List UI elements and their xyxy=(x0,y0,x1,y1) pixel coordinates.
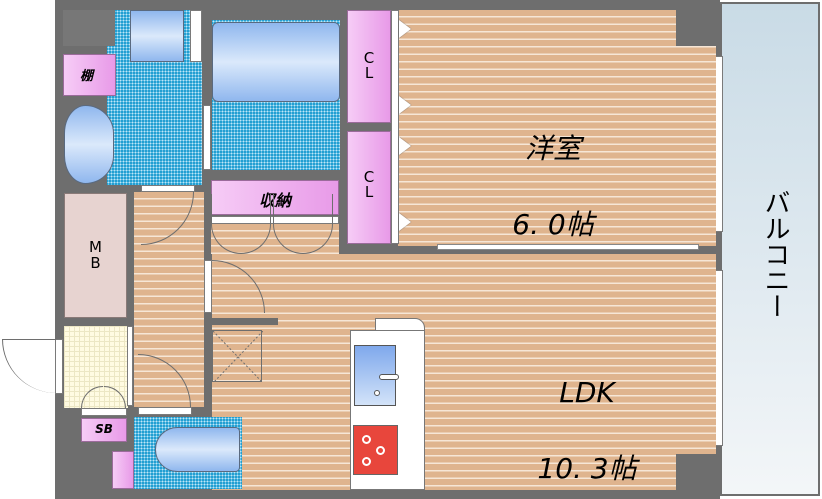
bathroom-door[interactable] xyxy=(203,105,211,170)
sink-faucet xyxy=(379,374,399,380)
ldk-label: LDK 10. 3帖 xyxy=(502,336,672,488)
burner xyxy=(362,457,371,466)
shoe-box-door[interactable] xyxy=(81,408,127,416)
kitchen-sink[interactable] xyxy=(354,345,399,406)
closet-lower: C L xyxy=(347,131,391,244)
pillar xyxy=(676,10,716,46)
ldk: LDK 10. 3帖 xyxy=(212,254,716,490)
closet-upper-label: C L xyxy=(363,49,375,82)
front-door[interactable] xyxy=(55,339,63,394)
washbasin xyxy=(64,105,114,184)
stove[interactable] xyxy=(353,425,398,475)
front-door-swing xyxy=(2,339,56,393)
storage-door-swing xyxy=(211,194,271,254)
western-room-label: 洋室 6. 0帖 xyxy=(468,92,638,244)
closet-door-marker xyxy=(399,137,411,155)
western-room-name: 洋室 xyxy=(524,132,581,165)
western-room: 洋室 6. 0帖 xyxy=(398,10,716,246)
balcony-label: バルコニー xyxy=(760,189,790,319)
washroom xyxy=(107,10,202,185)
ldk-name: LDK xyxy=(559,376,615,409)
shoe-box: SB xyxy=(81,418,127,442)
western-room-size: 6. 0帖 xyxy=(512,208,594,241)
pipe-space xyxy=(63,10,115,46)
toilet[interactable] xyxy=(155,427,240,472)
storage-door-swing xyxy=(273,194,333,254)
balcony-window-upper xyxy=(715,56,723,232)
closet-door-marker xyxy=(399,213,411,231)
closet-upper: C L xyxy=(347,10,391,123)
ldk-door[interactable] xyxy=(204,260,212,313)
washroom-door[interactable] xyxy=(141,185,195,192)
meter-box: M B xyxy=(64,193,127,318)
closet-door-marker xyxy=(399,20,411,38)
refrigerator-space xyxy=(212,330,263,383)
burner xyxy=(376,446,385,455)
closet-doors[interactable] xyxy=(391,10,399,244)
toilet-door[interactable] xyxy=(138,407,192,415)
western-room-sliding-door[interactable] xyxy=(437,244,699,250)
closet-door-marker xyxy=(399,96,411,114)
washing-machine xyxy=(130,10,184,62)
entrance-step xyxy=(127,326,133,406)
washroom-window xyxy=(190,10,202,62)
shelf: 棚 xyxy=(63,54,116,96)
bathtub xyxy=(212,22,340,102)
balcony-window-lower xyxy=(715,270,723,446)
shelf-label: 棚 xyxy=(79,69,93,84)
closet-lower-label: C L xyxy=(363,168,375,201)
partition-wall xyxy=(206,318,278,325)
meter-box-label: M B xyxy=(89,238,102,272)
toilet-storage xyxy=(112,451,134,489)
burner xyxy=(362,435,371,444)
pillar xyxy=(676,454,716,490)
balcony: バルコニー xyxy=(720,2,820,496)
shoe-box-label: SB xyxy=(95,422,113,436)
sink-drain xyxy=(374,390,380,396)
ldk-size: 10. 3帖 xyxy=(537,452,637,485)
